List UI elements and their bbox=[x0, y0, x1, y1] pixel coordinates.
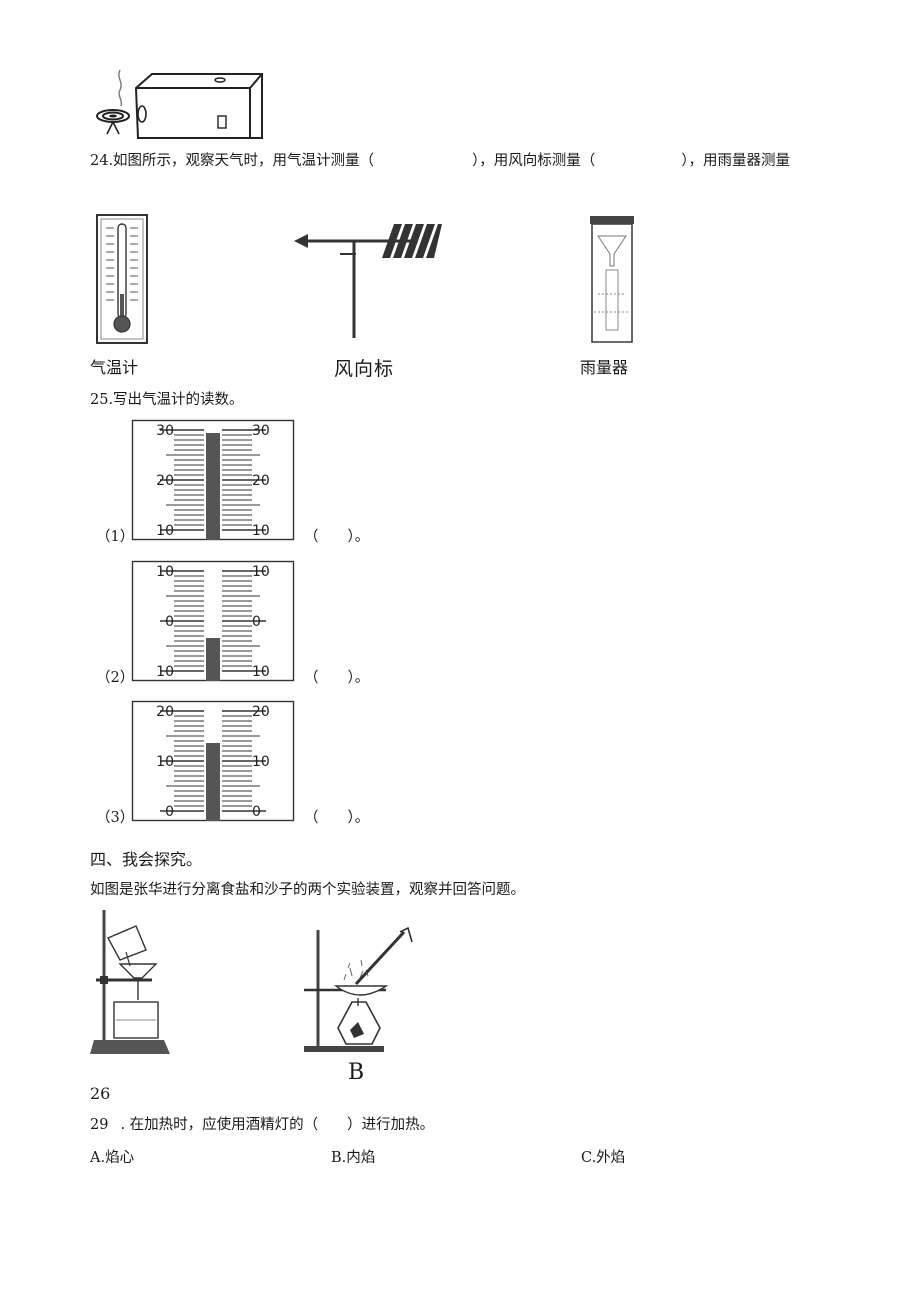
scale-tick-label: 30 bbox=[156, 423, 174, 439]
scale-tick-label: 10 bbox=[252, 564, 270, 580]
scale-tick-label: 10 bbox=[156, 564, 174, 580]
mercury-column bbox=[206, 638, 220, 681]
scale-tick-label: 10 bbox=[252, 523, 270, 539]
wind-vane-label: 风向标 bbox=[334, 358, 395, 380]
reading-answer-blank[interactable]: （ ）。 bbox=[304, 670, 370, 686]
scale-tick-label: 20 bbox=[156, 473, 174, 489]
question-29: 29 . 在加热时，应使用酒精灯的（ ）进行加热。 bbox=[90, 1116, 434, 1134]
reading-index: （3） bbox=[96, 810, 135, 826]
q24-text-c: ），用雨量器测量 bbox=[681, 153, 791, 169]
scale-tick-label: 20 bbox=[156, 704, 174, 720]
q29-text: . 在加热时，应使用酒精灯的（ ）进行加热。 bbox=[120, 1117, 435, 1133]
q24-text-b: ），用风向标测量（ bbox=[472, 153, 596, 169]
thermometer-label: 气温计 bbox=[90, 358, 139, 377]
scale-tick-label: 0 bbox=[252, 804, 261, 820]
section-4-intro: 如图是张华进行分离食盐和沙子的两个实验装置，观察并回答问题。 bbox=[90, 882, 525, 898]
thermometer-scale-panel: 20 20 10 10 0 0 bbox=[131, 700, 295, 822]
evaporation-apparatus-figure bbox=[304, 926, 413, 1052]
scale-tick-label: 10 bbox=[156, 523, 174, 539]
thermometer-scale-panel: 30 30 20 20 10 10 bbox=[131, 419, 295, 541]
thermometer-figure bbox=[96, 214, 148, 344]
scale-tick-label: 20 bbox=[252, 473, 270, 489]
filtration-apparatus-figure bbox=[90, 910, 170, 1054]
scale-tick-label: 20 bbox=[252, 704, 270, 720]
option-a[interactable]: A.焰心 bbox=[90, 1150, 135, 1166]
scale-tick-label: 10 bbox=[156, 664, 174, 680]
option-b[interactable]: B.内焰 bbox=[331, 1150, 376, 1166]
box-experiment-figure bbox=[96, 69, 263, 139]
reading-index: （2） bbox=[96, 670, 135, 686]
rain-gauge-label: 雨量器 bbox=[580, 358, 629, 377]
reading-answer-blank[interactable]: （ ）。 bbox=[304, 810, 370, 826]
figure-b-label: B bbox=[348, 1060, 365, 1085]
mercury-column bbox=[206, 743, 220, 821]
thermometer-scale-panel: 10 10 0 0 10 10 bbox=[131, 560, 295, 682]
q29-number: 29 bbox=[90, 1117, 109, 1133]
question-26: 26 bbox=[90, 1084, 111, 1103]
reading-answer-blank[interactable]: （ ）。 bbox=[304, 529, 370, 545]
rain-gauge-figure bbox=[590, 216, 634, 343]
scale-tick-label: 10 bbox=[252, 664, 270, 680]
reading-index: （1） bbox=[96, 529, 135, 545]
scale-tick-label: 0 bbox=[252, 614, 261, 630]
q24-text-a: 24.如图所示，观察天气时，用气温计测量（ bbox=[90, 153, 375, 169]
scale-tick-label: 30 bbox=[252, 423, 270, 439]
wind-vane-figure bbox=[294, 224, 442, 338]
scale-tick-label: 0 bbox=[165, 614, 174, 630]
question-25-title: 25.写出气温计的读数。 bbox=[90, 392, 244, 408]
scale-tick-label: 0 bbox=[165, 804, 174, 820]
section-4-heading: 四、我会探究。 bbox=[90, 850, 203, 869]
scale-tick-label: 10 bbox=[252, 754, 270, 770]
question-24: 24.如图所示，观察天气时，用气温计测量（ ），用风向标测量（ ），用雨量器测量 bbox=[90, 152, 790, 170]
option-c[interactable]: C.外焰 bbox=[581, 1150, 626, 1166]
mercury-column bbox=[206, 433, 220, 540]
scale-tick-label: 10 bbox=[156, 754, 174, 770]
